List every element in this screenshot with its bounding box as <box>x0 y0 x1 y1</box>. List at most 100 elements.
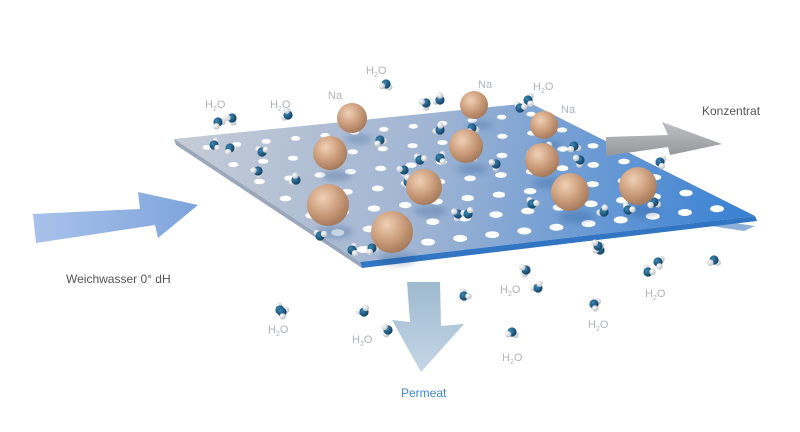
membrane-pore <box>677 209 692 216</box>
water-molecule <box>504 327 519 339</box>
sodium-label: Na <box>561 104 576 116</box>
membrane-pore <box>399 202 412 209</box>
concentrate-label: Konzentrat <box>702 104 761 118</box>
sodium-ion <box>449 129 483 163</box>
membrane-pore <box>228 162 239 167</box>
water-molecule <box>435 151 446 165</box>
membrane-pore <box>549 223 564 231</box>
sodium-ion <box>619 167 657 205</box>
water-molecule <box>225 143 238 156</box>
water-molecule <box>519 264 531 278</box>
water-label: H2O <box>533 81 554 95</box>
water-molecule <box>567 141 582 153</box>
water-molecule <box>526 196 540 209</box>
water-label: H2O <box>500 284 521 298</box>
inflow-label: Weichwasser 0° dH <box>66 272 171 286</box>
water-molecule <box>514 101 528 113</box>
membrane-pore <box>453 234 468 242</box>
water-label: H2O <box>645 288 666 302</box>
sodium-label: Na <box>478 79 493 91</box>
water-molecule <box>432 122 445 135</box>
membrane-pore <box>497 133 508 139</box>
ion-shadow <box>344 134 372 144</box>
membrane-pore <box>258 158 269 164</box>
membrane-pore <box>557 127 568 133</box>
sodium-label: Na <box>328 90 343 102</box>
membrane-pore <box>407 143 418 149</box>
membrane-pore <box>290 136 301 141</box>
membrane-pore <box>287 155 299 161</box>
membrane-pore <box>613 216 628 224</box>
membrane-pore <box>202 145 212 150</box>
membrane-pore <box>485 231 500 239</box>
concentrate-arrow <box>606 122 722 156</box>
water-label: H2O <box>352 334 373 348</box>
water-molecule <box>591 239 603 254</box>
sodium-ion <box>406 169 442 205</box>
water-molecule <box>213 117 226 130</box>
membrane-pore <box>496 114 507 120</box>
membrane-pore <box>587 162 600 168</box>
water-molecule <box>288 172 301 186</box>
sodium-ion <box>525 143 559 177</box>
membrane-pore <box>679 189 693 197</box>
ion-shadow <box>320 170 352 182</box>
water-label: H2O <box>270 99 291 113</box>
membrane-pore <box>372 185 384 192</box>
water-molecule <box>347 242 359 257</box>
sodium-ion <box>313 136 347 170</box>
water-molecule <box>255 146 269 157</box>
membrane-pore <box>405 162 417 168</box>
water-molecule <box>653 256 665 270</box>
membrane-pore <box>587 143 599 149</box>
water-molecule <box>432 92 445 105</box>
water-molecule <box>356 304 370 317</box>
membrane-pore <box>437 140 448 145</box>
ion-shadow <box>456 163 488 175</box>
ion-shadow <box>413 205 447 217</box>
water-molecule <box>381 323 393 338</box>
water-molecule <box>643 264 656 277</box>
membrane-pore <box>426 218 440 225</box>
membrane-pore <box>710 205 724 213</box>
water-label: H2O <box>268 324 289 338</box>
ion-shadow <box>558 210 594 224</box>
water-molecule <box>418 98 431 111</box>
membrane-pore <box>526 111 536 117</box>
sodium-ion <box>551 173 589 211</box>
water-molecule <box>460 206 474 219</box>
water-molecule <box>413 153 428 165</box>
water-molecule <box>572 154 585 168</box>
membrane-pore <box>375 165 387 172</box>
membrane-pore <box>586 181 599 188</box>
water-molecule <box>451 208 463 222</box>
water-molecule <box>224 113 237 126</box>
membrane-pore <box>379 126 389 132</box>
water-molecule <box>313 229 328 241</box>
sodium-ion <box>307 184 349 226</box>
membrane-pore <box>408 123 418 129</box>
ion-shadow <box>626 204 662 218</box>
sodium-ions <box>307 91 657 253</box>
membrane-pore <box>421 238 435 246</box>
water-molecule <box>523 93 534 107</box>
membrane-pore <box>461 195 474 202</box>
membrane-pore <box>492 191 506 198</box>
water-molecule <box>459 288 472 301</box>
water-molecule <box>707 255 721 266</box>
membrane-pore <box>253 178 265 185</box>
water-molecule <box>378 79 393 91</box>
water-label: H2O <box>366 65 387 79</box>
membrane-pore <box>495 172 507 178</box>
water-molecule <box>281 107 293 121</box>
membrane-pore <box>347 149 358 155</box>
permeate-arrow <box>392 282 464 372</box>
membrane-pore <box>556 165 569 172</box>
inflow-arrow <box>33 192 198 243</box>
ion-shadow <box>379 252 417 266</box>
membrane-pore <box>521 207 535 215</box>
membrane-pore <box>377 146 388 152</box>
